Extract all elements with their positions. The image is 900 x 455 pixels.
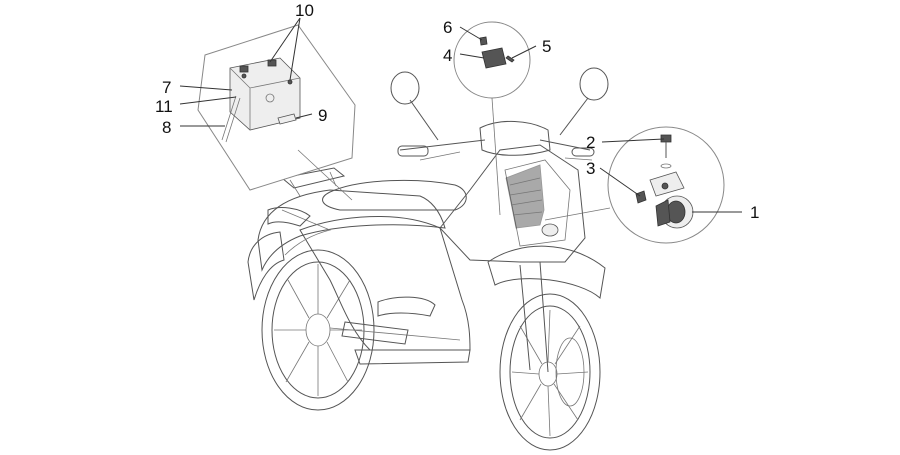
callout-2: 2 [586, 133, 595, 152]
inset-battery [197, 24, 356, 201]
rear-wheel [261, 249, 375, 411]
callout-8: 8 [162, 118, 171, 137]
right-mirror [559, 67, 609, 136]
front-wheel [499, 293, 601, 451]
callout-11: 11 [155, 97, 173, 116]
scooter-outline [247, 67, 609, 451]
callout-6: 6 [443, 18, 452, 37]
callout-4: 4 [443, 46, 452, 65]
callout-labels: 10 7 11 8 9 6 4 5 2 3 1 [155, 1, 759, 222]
callout-3: 3 [586, 159, 595, 178]
callout-1: 1 [750, 203, 759, 222]
callout-leaders [179, 17, 742, 213]
callout-10: 10 [295, 1, 314, 20]
callout-7: 7 [162, 78, 171, 97]
inset-relay [453, 21, 531, 216]
inset-horn [544, 126, 725, 244]
left-mirror [390, 71, 439, 141]
callout-9: 9 [318, 106, 327, 125]
callout-5: 5 [542, 37, 551, 56]
